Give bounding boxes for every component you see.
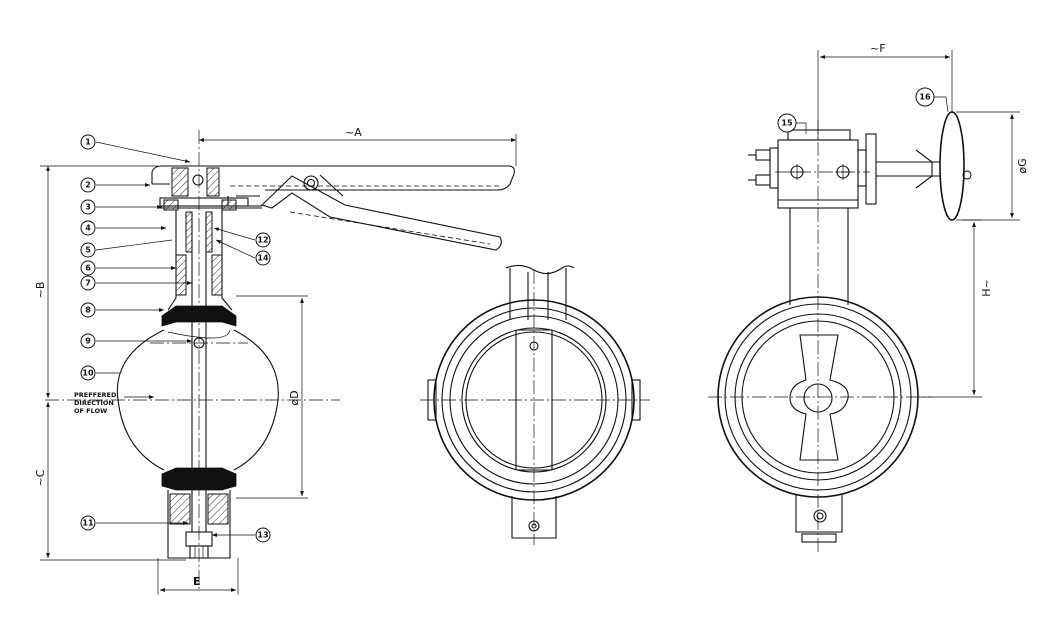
lever-hub: [171, 167, 189, 197]
svg-text:10: 10: [82, 369, 94, 378]
balloon-12: 12: [213, 227, 271, 248]
balloon-4: 4: [80, 220, 166, 236]
flow-note-line1: PREFFERED: [74, 391, 117, 399]
dimension-d: øD: [236, 295, 308, 499]
gear-operated-view: [708, 111, 972, 555]
svg-text:1: 1: [85, 138, 91, 147]
balloon-2: 2: [80, 177, 150, 193]
balloon-10: 10: [80, 365, 120, 381]
balloon-16: 16: [915, 87, 949, 113]
part-balloons: 1 2 3 4 5 6 7 8 9 10 11 12 13 14: [80, 134, 271, 543]
balloon-15: 15: [777, 113, 807, 134]
svg-text:16: 16: [919, 93, 931, 102]
handwheel: [939, 111, 965, 221]
lever-handle: [151, 165, 515, 251]
svg-text:9: 9: [85, 337, 91, 346]
dimension-a-label: ~A: [345, 126, 362, 139]
balloon-9: 9: [80, 333, 192, 349]
dimension-a: ~A: [199, 126, 517, 166]
front-view: [420, 264, 650, 545]
flow-note-line2: DIRECTION: [74, 399, 114, 407]
balloon-7: 7: [80, 275, 192, 291]
dimension-c-label: ~C: [34, 469, 47, 486]
balloon-6: 6: [80, 260, 176, 276]
balloon-13: 13: [212, 527, 271, 543]
dimension-b: ~B: [34, 165, 158, 398]
section-view: [45, 130, 515, 592]
dimension-c: ~C: [34, 402, 186, 561]
dimension-h-label: H~: [980, 279, 993, 297]
dimension-f-label: ~F: [870, 42, 886, 55]
svg-text:15: 15: [781, 119, 793, 128]
dimension-e: E: [157, 558, 239, 595]
svg-text:6: 6: [85, 264, 91, 273]
svg-text:7: 7: [85, 279, 91, 288]
svg-text:11: 11: [82, 519, 94, 528]
dimension-b-label: ~B: [34, 282, 47, 299]
dimension-f: ~F: [817, 42, 953, 140]
balloon-11: 11: [80, 515, 188, 531]
balloon-1: 1: [80, 134, 191, 163]
dimension-h: H~: [920, 219, 993, 398]
balloon-5: 5: [80, 239, 173, 258]
lever-hub-right: [206, 167, 220, 197]
svg-text:5: 5: [85, 246, 91, 255]
balloon-3: 3: [80, 199, 162, 215]
dimension-g: øG: [956, 111, 1029, 221]
flow-direction-note: PREFFERED DIRECTION OF FLOW: [74, 391, 154, 415]
balloon-8: 8: [80, 302, 164, 318]
dimension-g-label: øG: [1016, 158, 1029, 173]
flow-note-line3: OF FLOW: [74, 407, 107, 415]
svg-text:12: 12: [257, 236, 268, 245]
svg-text:3: 3: [85, 203, 91, 212]
svg-text:14: 14: [257, 254, 269, 263]
svg-text:4: 4: [85, 224, 91, 233]
balloon-14: 14: [215, 239, 271, 266]
svg-text:2: 2: [85, 181, 91, 190]
dimension-d-label: øD: [288, 390, 301, 405]
svg-text:13: 13: [257, 531, 268, 540]
dimension-e-label: E: [193, 575, 201, 588]
svg-text:8: 8: [85, 306, 91, 315]
